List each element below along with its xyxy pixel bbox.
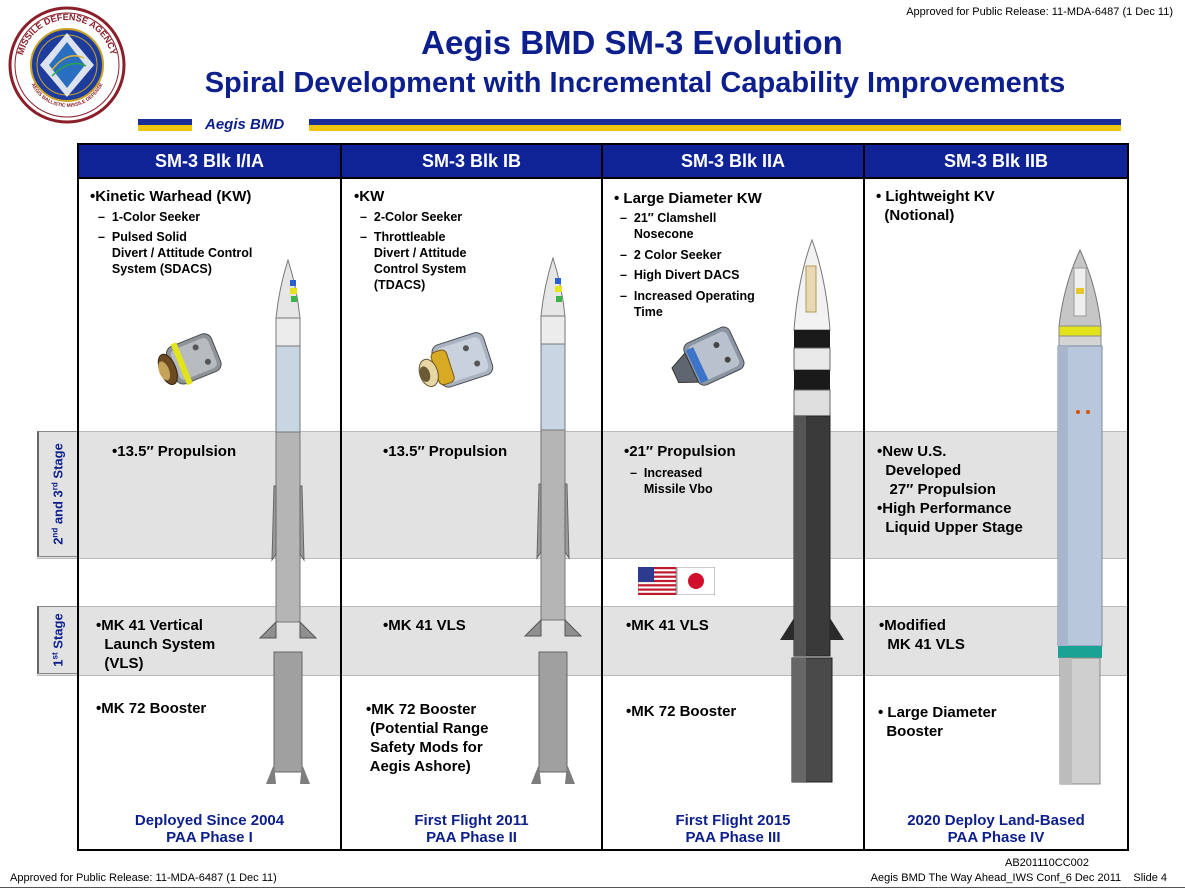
sm3-blk-iia-missile — [780, 238, 844, 783]
stage23-text-col3: •21″ Propulsion — [624, 443, 736, 460]
kinetic-warhead-image-col1 — [157, 333, 222, 386]
sm3-blk-i-ia-missile — [258, 258, 318, 784]
stage-band-upper — [37, 431, 1129, 559]
footer-line1-col3: First Flight 2015 — [675, 812, 791, 829]
us-flag-icon — [638, 567, 677, 595]
mda-seal-logo: MISSILE DEFENSE AGENCY AEGIS BALLISTIC M… — [8, 6, 126, 124]
footer-line1-col4: 2020 Deploy Land-Based — [907, 812, 1085, 829]
booster-text-col4: • Large Diameter Booster — [878, 704, 997, 740]
side-label-upper: 2nd and 3rd Stage — [50, 443, 66, 545]
sm3-blk-ib-missile — [523, 256, 583, 784]
column-header-blk-iib: SM-3 Blk IIB — [865, 145, 1127, 179]
kinetic-warhead-image-col3 — [671, 326, 745, 386]
kv-bullet-col1: •Kinetic Warhead (KW) — [90, 188, 252, 205]
booster-text-col1: •MK 72 Booster — [96, 700, 207, 717]
footer-line2-col1: PAA Phase I — [166, 829, 253, 846]
stage23-text-col2: •13.5″ Propulsion — [383, 443, 508, 460]
kv-sub-col3: – 21″ Clamshell Nosecone — [620, 211, 717, 241]
footer-line2-col3: PAA Phase III — [685, 829, 781, 846]
column-divider — [863, 143, 865, 851]
column-header-blk-iia: SM-3 Blk IIA — [603, 145, 863, 179]
kv-sub-col2: – 2-Color Seeker — [360, 210, 463, 224]
kv-sub-col3: – 2 Color Seeker — [620, 248, 722, 262]
banner-stripe-right — [309, 119, 1121, 131]
banner-label: Aegis BMD — [205, 116, 285, 133]
footer-col4: 2020 Deploy Land-Based PAA Phase IV — [865, 812, 1127, 846]
sm3-blk-iib-missile — [1057, 248, 1103, 785]
column-divider — [340, 143, 342, 851]
bottom-divider — [0, 887, 1185, 888]
kv-sub-col3: – Increased Operating Time — [620, 289, 755, 319]
footer-line2-col2: PAA Phase II — [426, 829, 517, 846]
kv-sub-col2: – Throttleable Divert / Attitude Control… — [360, 230, 467, 292]
us-japan-flags — [638, 567, 715, 595]
kinetic-warhead-image-col2 — [418, 332, 494, 388]
kv-bullet-col2: •KW — [354, 188, 385, 205]
side-label-box-upper: 2nd and 3rd Stage — [37, 431, 77, 557]
side-label-lower: 1st Stage — [50, 613, 66, 667]
footer-line1-col1: Deployed Since 2004 — [134, 812, 285, 829]
banner-stripe-left — [138, 119, 192, 131]
column-divider — [601, 143, 603, 851]
slide-info: Aegis BMD The Way Ahead_IWS Conf_6 Dec 2… — [870, 872, 1167, 884]
footer-col3: First Flight 2015 PAA Phase III — [603, 812, 863, 846]
booster-text-col2: •MK 72 Booster (Potential Range Safety M… — [366, 701, 489, 775]
kv-bullet-col3: • Large Diameter KW — [614, 190, 762, 207]
page-title: Aegis BMD SM-3 Evolution — [421, 24, 843, 61]
footer-col1: Deployed Since 2004 PAA Phase I — [79, 812, 340, 846]
kv-bullet-col4: • Lightweight KV (Notional) — [876, 188, 995, 224]
booster-text-col3: •MK 72 Booster — [626, 703, 737, 720]
comparison-table — [77, 143, 1129, 851]
footer-col2: First Flight 2011 PAA Phase II — [342, 812, 601, 846]
stage1-text-col3: •MK 41 VLS — [626, 617, 709, 634]
page-subtitle: Spiral Development with Incremental Capa… — [204, 67, 1066, 99]
side-label-box-lower: 1st Stage — [37, 606, 77, 674]
japan-flag-icon — [676, 567, 715, 595]
stage23-sub-col3: – Increased Missile Vbo — [630, 466, 713, 496]
stage1-text-col2: •MK 41 VLS — [383, 617, 466, 634]
stage23-text-col4: •New U.S. Developed 27″ Propulsion •High… — [877, 443, 1023, 536]
stage1-text-col4: •Modified MK 41 VLS — [879, 617, 965, 653]
stage-band-lower — [37, 606, 1129, 676]
document-code: AB201110CC002 — [1005, 857, 1089, 869]
release-notice-bottom: Approved for Public Release: 11-MDA-6487… — [10, 872, 277, 884]
kv-sub-col1: – 1-Color Seeker — [98, 210, 201, 224]
stage23-text-col1: •13.5″ Propulsion — [112, 443, 237, 460]
kv-sub-col1: – Pulsed Solid Divert / Attitude Control… — [98, 230, 253, 276]
column-header-blk-ib: SM-3 Blk IB — [342, 145, 601, 179]
footer-line2-col4: PAA Phase IV — [947, 829, 1045, 846]
release-notice-top: Approved for Public Release: 11-MDA-6487… — [906, 6, 1173, 18]
stage1-text-col1: •MK 41 Vertical Launch System (VLS) — [96, 617, 216, 672]
footer-line1-col2: First Flight 2011 — [414, 812, 529, 829]
kv-sub-col3: – High Divert DACS — [620, 268, 740, 282]
column-header-blk-i-ia: SM-3 Blk I/IA — [79, 145, 340, 179]
